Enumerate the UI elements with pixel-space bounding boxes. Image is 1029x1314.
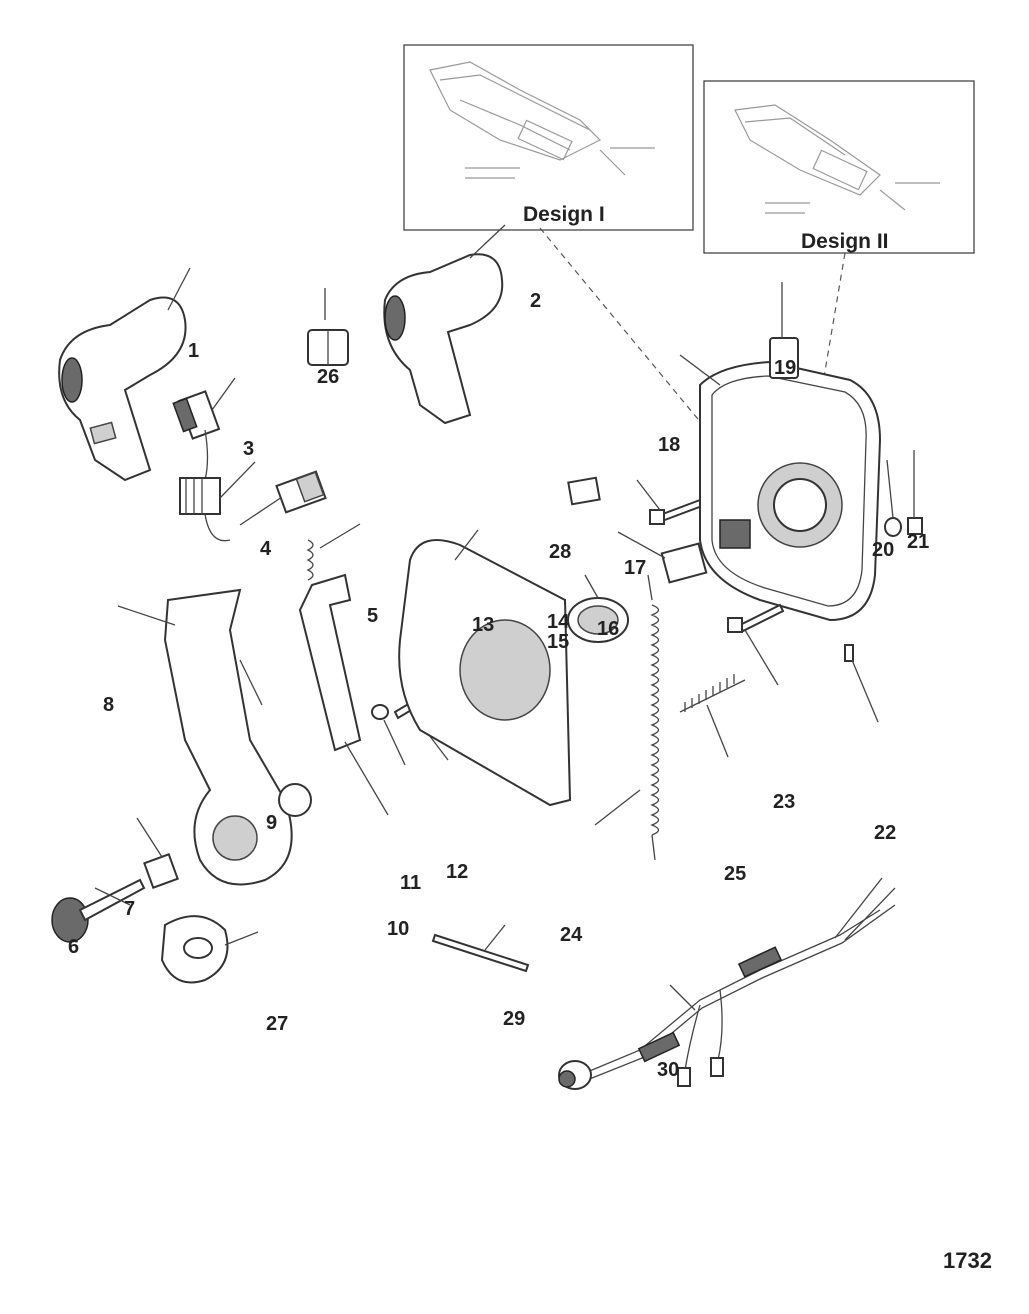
callout-25: 25 bbox=[724, 863, 747, 885]
callout-29: 29 bbox=[503, 1008, 526, 1030]
part-23-bolt bbox=[727, 603, 785, 686]
callout-16: 16 bbox=[597, 618, 620, 640]
callout-18: 18 bbox=[658, 434, 681, 456]
callout-5: 5 bbox=[367, 605, 379, 627]
callout-22: 22 bbox=[874, 822, 897, 844]
part-22-29-30-harness bbox=[558, 877, 896, 1090]
callout-8: 8 bbox=[103, 694, 115, 716]
part-27-washer bbox=[160, 915, 259, 984]
figure-number: 1732 bbox=[943, 1248, 992, 1273]
part-19-clip bbox=[769, 282, 799, 379]
callout-1: 1 bbox=[188, 340, 200, 362]
callout-2: 2 bbox=[530, 290, 542, 312]
design-1-label: Design I bbox=[523, 203, 605, 226]
callout-21: 21 bbox=[907, 531, 930, 553]
callout-20: 20 bbox=[872, 539, 895, 561]
part-small-pin bbox=[844, 644, 879, 723]
callout-4: 4 bbox=[260, 538, 272, 560]
callout-9: 9 bbox=[266, 812, 278, 834]
part-14-16-bushing bbox=[567, 574, 629, 643]
part-17-spring bbox=[594, 574, 660, 861]
callout-15: 15 bbox=[547, 631, 570, 653]
callout-30: 30 bbox=[657, 1059, 680, 1081]
callout-3: 3 bbox=[243, 438, 255, 460]
part-10-24-pin bbox=[431, 924, 530, 973]
design-2-label: Design II bbox=[801, 230, 889, 253]
main-housing bbox=[679, 354, 882, 622]
callout-26: 26 bbox=[317, 366, 340, 388]
callout-19: 19 bbox=[774, 357, 797, 379]
callout-14: 14 bbox=[547, 611, 570, 633]
callout-6: 6 bbox=[68, 936, 80, 958]
callout-24: 24 bbox=[560, 924, 583, 946]
callout-7: 7 bbox=[124, 898, 136, 920]
part-13-cover bbox=[398, 529, 572, 807]
callout-27: 27 bbox=[266, 1013, 289, 1035]
part-26-clip bbox=[307, 288, 349, 366]
part-connector-block bbox=[617, 531, 708, 584]
part-clip-small bbox=[567, 476, 601, 506]
part-8-9-arm bbox=[117, 588, 312, 886]
design-1-inset bbox=[403, 44, 694, 231]
part-5-lever bbox=[298, 523, 389, 816]
part-1-handle bbox=[58, 267, 191, 482]
callout-23: 23 bbox=[773, 791, 796, 813]
design-2-inset bbox=[703, 80, 975, 254]
part-2-handle bbox=[383, 224, 506, 425]
callout-12: 12 bbox=[446, 861, 469, 883]
part-4-connector bbox=[239, 470, 327, 526]
part-25-spring bbox=[679, 674, 746, 758]
part-20-21-washer-nut bbox=[884, 450, 923, 537]
callout-10: 10 bbox=[387, 918, 410, 940]
part-18-screw bbox=[636, 479, 704, 525]
part-6-7-knob bbox=[51, 817, 179, 943]
design-2-sketch bbox=[734, 104, 940, 214]
callout-11: 11 bbox=[400, 872, 422, 894]
callout-13: 13 bbox=[472, 614, 495, 636]
callout-17: 17 bbox=[624, 557, 647, 579]
design-1-sketch bbox=[429, 61, 655, 179]
callout-28: 28 bbox=[549, 541, 572, 563]
part-3-switch bbox=[172, 377, 256, 542]
